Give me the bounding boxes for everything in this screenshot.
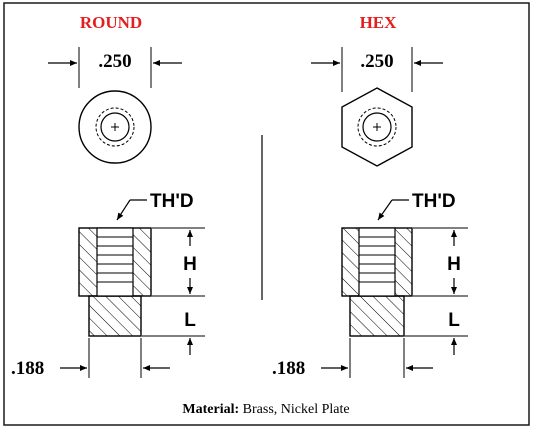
- round-thread-label: TH'D: [150, 191, 194, 212]
- hex-top-dim: .250: [360, 51, 393, 72]
- round-section-view: [78, 227, 152, 337]
- hex-title: HEX: [360, 13, 398, 32]
- drawing-border: [3, 2, 530, 426]
- round-h-label: H: [183, 254, 197, 275]
- hex-section-view: [341, 227, 413, 337]
- round-l-label: L: [184, 310, 196, 331]
- hex-thread-label: TH'D: [412, 191, 456, 212]
- round-section: ROUND .250: [11, 13, 205, 379]
- hex-bottom-dim: .188: [272, 358, 305, 379]
- round-top-view: [78, 90, 152, 164]
- round-bottom-dim: .188: [11, 358, 44, 379]
- hex-section: HEX .250: [272, 13, 468, 379]
- material-value: Brass, Nickel Plate: [239, 402, 349, 417]
- material-caption: Material: Brass, Nickel Plate: [182, 402, 349, 417]
- hex-top-view: [341, 87, 413, 167]
- hex-l-label: L: [448, 310, 460, 331]
- round-top-dim: .250: [98, 51, 131, 72]
- hex-h-label: H: [447, 254, 461, 275]
- material-label: Material:: [182, 402, 239, 417]
- round-title: ROUND: [80, 13, 142, 32]
